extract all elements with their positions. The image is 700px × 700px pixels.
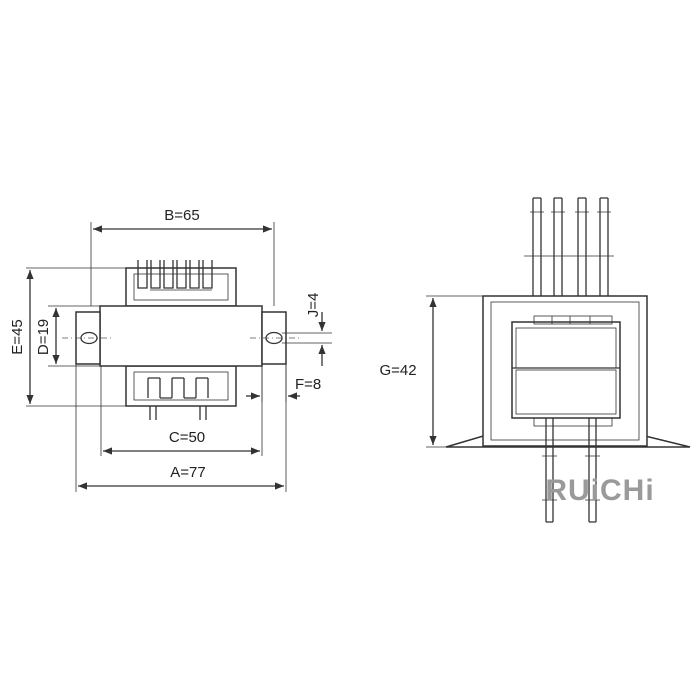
dimension-j: J=4: [282, 293, 332, 366]
dimension-d: D=19: [35, 305, 100, 367]
dimension-b-label: B=65: [164, 207, 199, 224]
dimension-c-label: C=50: [169, 429, 205, 446]
brand-logo: RUiCHi: [545, 474, 654, 507]
dimension-f-label: F=8: [295, 376, 321, 393]
dimension-b: B=65: [90, 207, 275, 306]
top-view: B=65 E=45 D=19 J=4 F=8: [9, 207, 332, 492]
dimension-g: G=42: [379, 295, 483, 448]
right-mounting-ear: [250, 311, 300, 365]
top-lead-wires: [524, 197, 614, 300]
side-frame-inner: [490, 301, 640, 441]
bottom-lead-wires: [542, 418, 600, 523]
dimension-a: A=77: [75, 364, 287, 492]
side-winding: [511, 315, 621, 427]
dimension-j-label: J=4: [305, 293, 322, 318]
dimension-d-label: D=19: [35, 319, 52, 355]
dimension-c: C=50: [100, 366, 263, 456]
dimension-f: F=8: [246, 364, 321, 402]
side-view: G=42: [379, 197, 691, 523]
lower-winding: [125, 365, 237, 420]
left-mounting-ear: [62, 311, 112, 365]
upper-winding: [125, 260, 237, 307]
dimension-e-label: E=45: [9, 319, 26, 354]
dimension-g-label: G=42: [379, 362, 416, 379]
dimension-a-label: A=77: [170, 464, 205, 481]
core-frame: [99, 305, 263, 367]
